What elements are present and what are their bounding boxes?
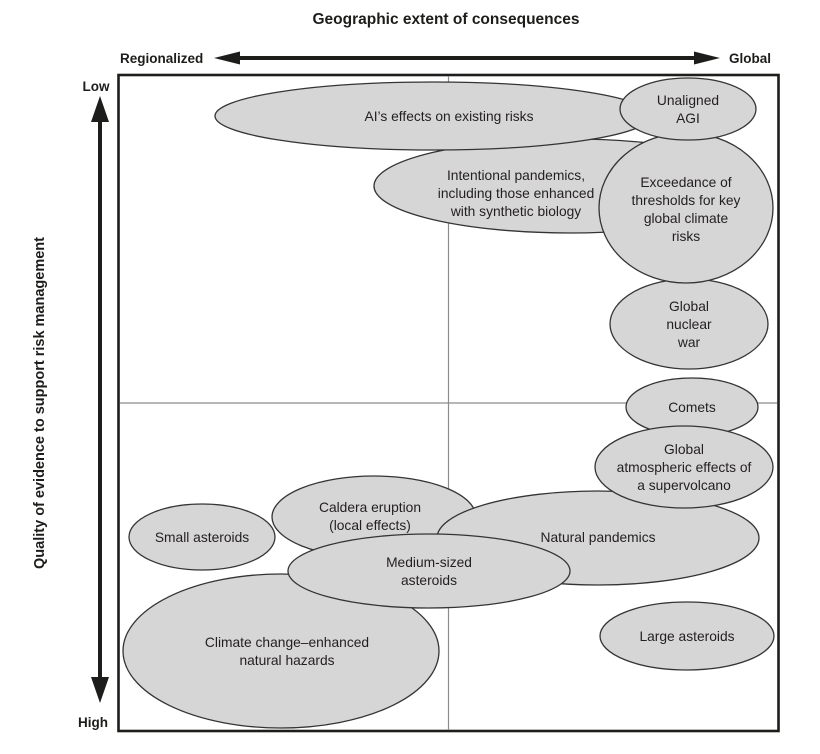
bubble-label-small-asteroids: Small asteroids <box>155 530 249 545</box>
bubble-label-intentional-pandemics: Intentional pandemics,including those en… <box>438 168 595 219</box>
x-axis-title: Geographic extent of consequences <box>312 11 579 28</box>
y-axis-title: Quality of evidence to support risk mana… <box>32 237 48 569</box>
bubble-label-large-asteroids: Large asteroids <box>639 629 734 644</box>
x-axis-left-label: Regionalized <box>120 51 203 66</box>
y-axis-top-label: Low <box>83 79 110 94</box>
y-axis-arrow <box>91 96 109 703</box>
bubble-supervolcano <box>594 425 774 509</box>
bubble-small-asteroids <box>128 503 276 571</box>
x-axis-arrow-left-head <box>214 51 240 65</box>
plot-border <box>117 73 780 733</box>
bubble-label-ai-effects: AI’s effects on existing risks <box>365 109 534 124</box>
x-axis-arrow-right-head <box>694 51 720 65</box>
x-axis-arrow <box>214 51 720 65</box>
y-axis-arrow-bottom-head <box>91 677 109 703</box>
risk-bubbles-layer: Small asteroids Caldera eruption(local ef… <box>122 77 775 729</box>
y-axis-arrow-top-head <box>91 96 109 122</box>
bubble-climate-hazards <box>122 573 440 729</box>
bubble-exceedance-climate-risks <box>598 132 774 284</box>
bubble-label-caldera-eruption: Caldera eruption(local effects) <box>319 500 421 533</box>
bubble-medium-asteroids <box>287 533 571 609</box>
y-axis-bottom-label: High <box>78 715 108 730</box>
x-axis-right-label: Global <box>729 51 771 66</box>
bubble-unaligned-agi <box>619 77 757 141</box>
bubble-large-asteroids <box>599 601 775 671</box>
bubble-label-comets: Comets <box>668 400 716 415</box>
bubble-label-natural-pandemics: Natural pandemics <box>540 530 655 545</box>
